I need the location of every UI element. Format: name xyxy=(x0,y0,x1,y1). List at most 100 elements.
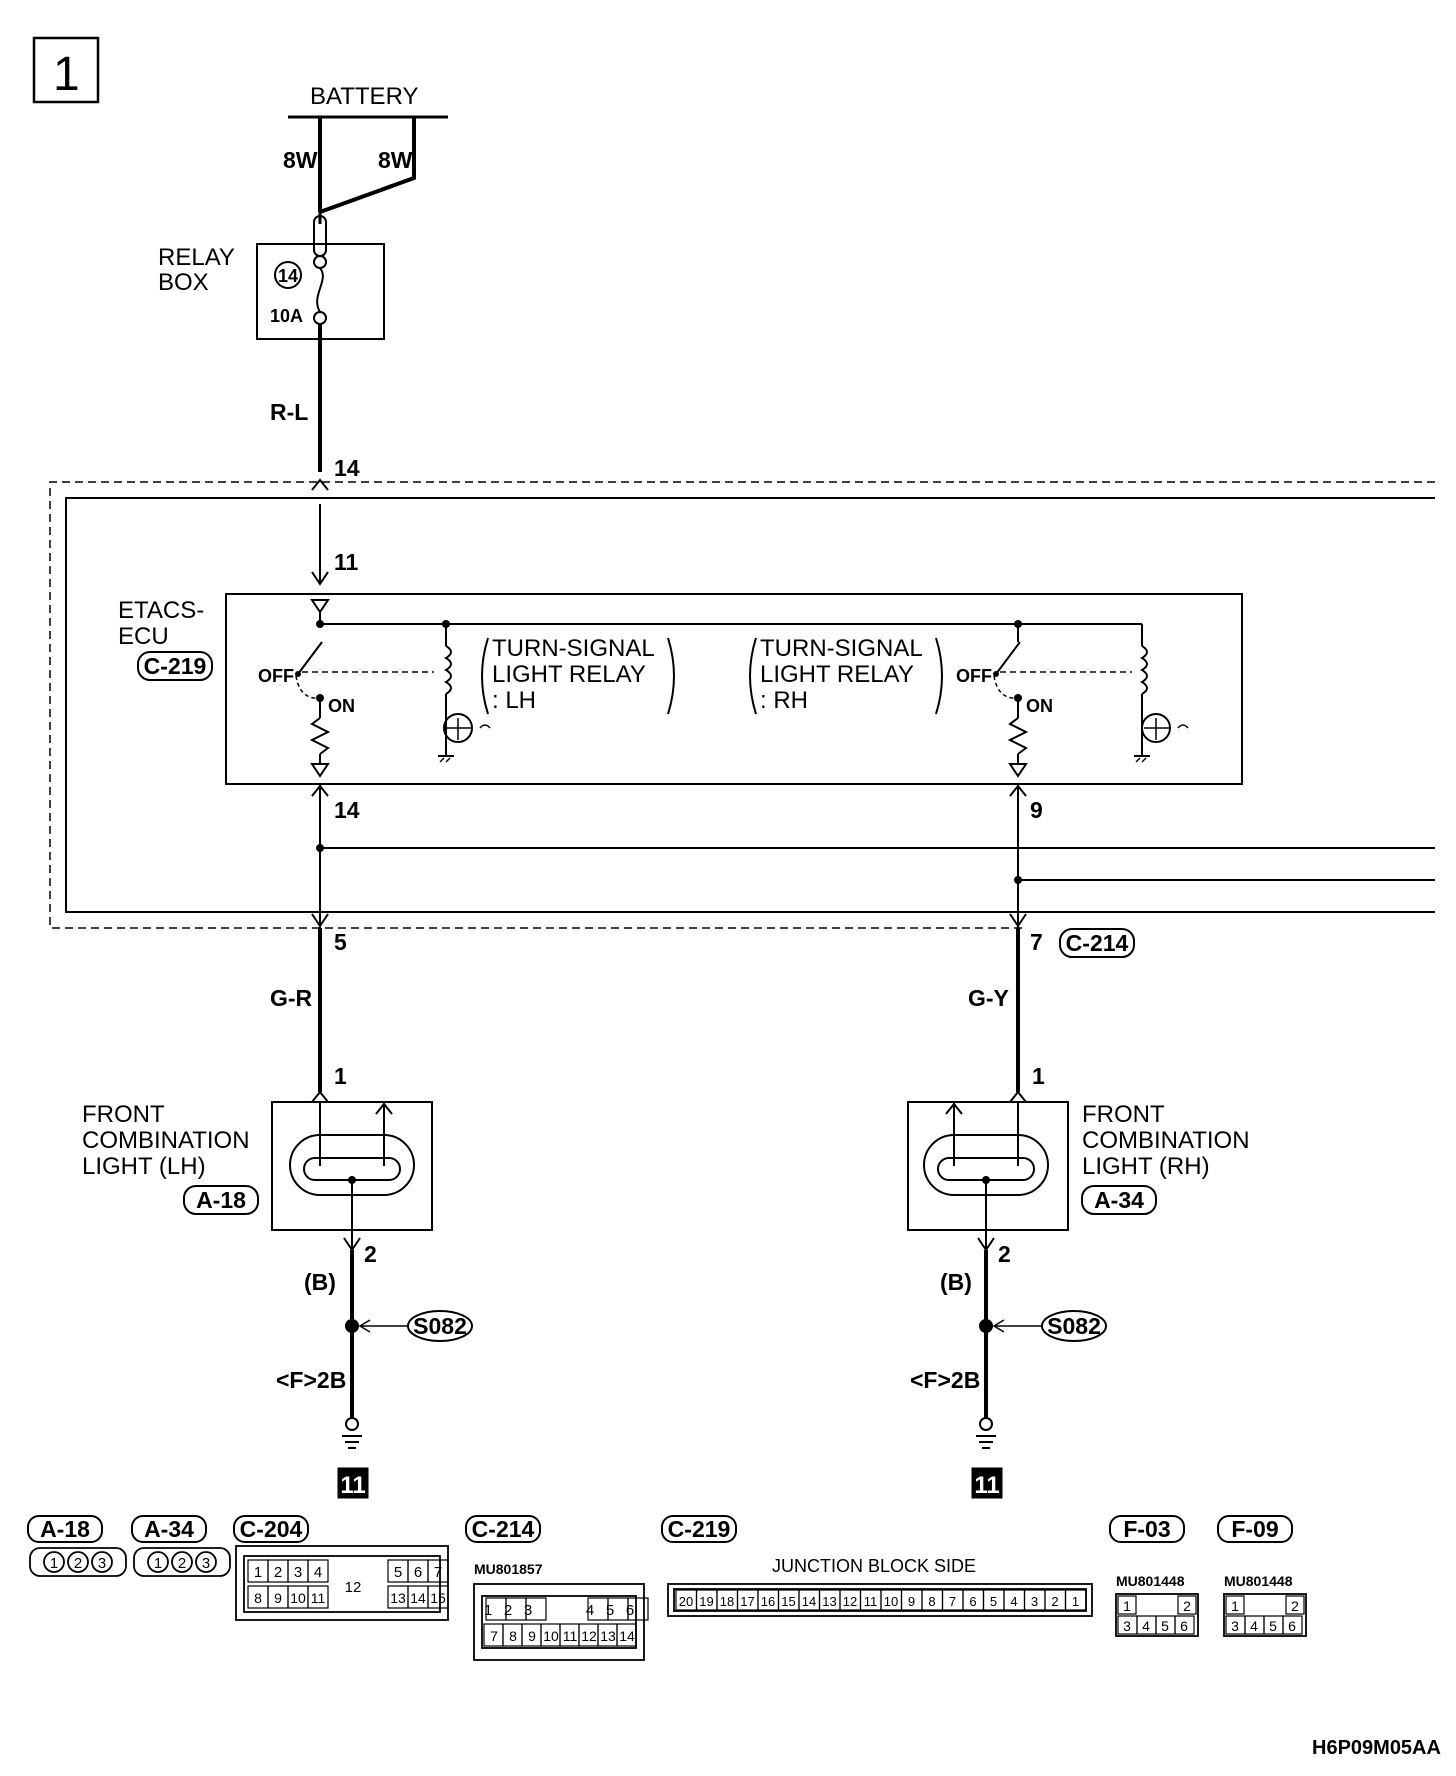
ground-link-box-left xyxy=(337,1467,369,1499)
connector-pin-label: 1 xyxy=(1123,1598,1131,1614)
connector-pin-label: 6 xyxy=(626,1602,634,1619)
relay-lh-label-1: TURN-SIGNAL xyxy=(492,635,655,662)
connector-pin-label: 8 xyxy=(928,1594,935,1609)
lamp-lh-label-3: LIGHT (LH) xyxy=(82,1153,206,1180)
connector-pin-label: 7 xyxy=(490,1628,498,1644)
wire-b-right: (B) xyxy=(940,1269,972,1295)
connector-pin-label: 13 xyxy=(390,1590,406,1606)
on-label-lh: ON xyxy=(328,696,355,716)
lamp-rh-connector: A-34 xyxy=(1094,1187,1144,1213)
splice-label-right: S082 xyxy=(1047,1313,1101,1339)
pin-ecu-left: 14 xyxy=(334,797,360,823)
connector-pin-label: 1 xyxy=(254,1564,262,1581)
connector-pin-label: 11 xyxy=(311,1590,326,1606)
f09-part-number: MU801448 xyxy=(1224,1573,1293,1589)
etacs-outer-outline xyxy=(65,497,1435,913)
connector-a34-name: A-34 xyxy=(144,1516,194,1542)
connector-pin-label: 1 xyxy=(50,1555,58,1572)
etacs-label-2: ECU xyxy=(118,623,169,650)
connector-pin-label: 3 xyxy=(524,1602,532,1619)
connector-pin-label: 4 xyxy=(314,1564,322,1581)
connector-c204-name: C-204 xyxy=(240,1516,303,1542)
connector-pin-label: 4 xyxy=(586,1602,594,1619)
connector-pin-label: 10 xyxy=(543,1628,559,1644)
connector-pin-label: 7 xyxy=(434,1564,442,1581)
lamp-rh-label-3: LIGHT (RH) xyxy=(1082,1153,1210,1180)
connector-pin-label: 10 xyxy=(290,1590,306,1606)
connector-pin-label: 3 xyxy=(98,1555,106,1572)
connector-pin-label: 3 xyxy=(294,1564,302,1581)
connector-pin-label: 1 xyxy=(1072,1594,1079,1609)
pin-top-outer: 14 xyxy=(334,455,360,481)
connector-pin-label: 11 xyxy=(864,1594,878,1609)
connector-pin-label: 17 xyxy=(740,1594,754,1609)
connector-pin-label: 5 xyxy=(394,1564,402,1581)
battery-label: BATTERY xyxy=(310,83,418,110)
connector-pin-label: 1 xyxy=(154,1555,162,1572)
etacs-connector: C-219 xyxy=(144,653,207,679)
f03-part-number: MU801448 xyxy=(1116,1573,1185,1589)
connector-pin-label: 3 xyxy=(1031,1594,1038,1609)
page-number: 1 xyxy=(53,48,80,101)
connector-f03-name: F-03 xyxy=(1123,1516,1170,1542)
connector-pin-label: 2 xyxy=(274,1564,282,1581)
connector-pin-label: 11 xyxy=(563,1628,578,1644)
connector-pin-label: 8 xyxy=(509,1628,517,1644)
connector-legend xyxy=(27,1515,1293,1543)
ground-link-left: 11 xyxy=(340,1472,365,1499)
relay-rh-label-2: LIGHT RELAY xyxy=(760,661,914,688)
connector-pin-label: 6 xyxy=(969,1594,976,1609)
connector-pin-label: 5 xyxy=(990,1594,997,1609)
connector-pin-label: 3 xyxy=(202,1555,210,1572)
lamp-rh-label-1: FRONT xyxy=(1082,1101,1165,1128)
connector-a18-name: A-18 xyxy=(40,1516,90,1542)
connector-pin-label: 19 xyxy=(699,1594,713,1609)
connector-pin-label: 18 xyxy=(720,1594,734,1609)
connector-pin-label: 12 xyxy=(345,1579,362,1596)
lamp-rh-box xyxy=(907,1101,1069,1231)
etacs-ecu-box xyxy=(225,593,1243,785)
relay-rh-label-3: : RH xyxy=(760,687,808,714)
relay-lh-label-3: : LH xyxy=(492,687,536,714)
fuse-number: 14 xyxy=(278,266,298,286)
ground-link-right: 11 xyxy=(974,1472,999,1499)
on-label-rh: ON xyxy=(1026,696,1053,716)
wire-r-l: R-L xyxy=(270,399,308,425)
fuse-rating: 10A xyxy=(270,306,303,326)
pin-ecu-right: 9 xyxy=(1030,797,1043,823)
fuse-number-circle xyxy=(274,261,302,289)
connector-pin-label: 4 xyxy=(1010,1594,1017,1609)
off-label-lh: OFF xyxy=(258,666,294,686)
splice-s082-lh xyxy=(407,1310,473,1342)
ground-ref-left: <F>2B xyxy=(276,1367,346,1393)
wire-8w-right: 8W xyxy=(378,147,413,173)
connector-pin-label: 3 xyxy=(1231,1618,1239,1634)
connector-pin-label: 2 xyxy=(1183,1598,1191,1614)
connector-pin-label: 4 xyxy=(1142,1618,1150,1634)
connector-pin-label: 14 xyxy=(410,1590,426,1606)
connector-pin-label: 9 xyxy=(528,1628,536,1644)
c219-caption: JUNCTION BLOCK SIDE xyxy=(772,1556,976,1576)
junction-block-outline xyxy=(49,481,1435,929)
connector-pin-label: 14 xyxy=(619,1628,635,1644)
connector-pin-label: 15 xyxy=(781,1594,795,1609)
connector-pin-label: 9 xyxy=(908,1594,915,1609)
connector-c219-name: C-219 xyxy=(668,1516,731,1542)
connector-pin-label: 5 xyxy=(1269,1618,1277,1634)
connector-pin-label: 2 xyxy=(178,1555,186,1572)
pin-top-inner: 11 xyxy=(334,549,359,575)
etacs-label-1: ETACS- xyxy=(118,597,204,624)
connector-pin-label: 6 xyxy=(1288,1618,1296,1634)
ground-link-box-right xyxy=(971,1467,1003,1499)
connector-pin-label: 5 xyxy=(606,1602,614,1619)
pin-lamp-left-top: 1 xyxy=(334,1063,347,1089)
connector-pin-label: 2 xyxy=(1291,1598,1299,1614)
connector-pin-label: 3 xyxy=(1123,1618,1131,1634)
connector-pin-label: 13 xyxy=(600,1628,616,1644)
connector-pin-label: 7 xyxy=(949,1594,956,1609)
wire-b-left: (B) xyxy=(304,1269,336,1295)
connector-pin-label: 5 xyxy=(1161,1618,1169,1634)
page-number-box xyxy=(32,36,100,104)
connector-pin-label: 10 xyxy=(884,1594,898,1609)
